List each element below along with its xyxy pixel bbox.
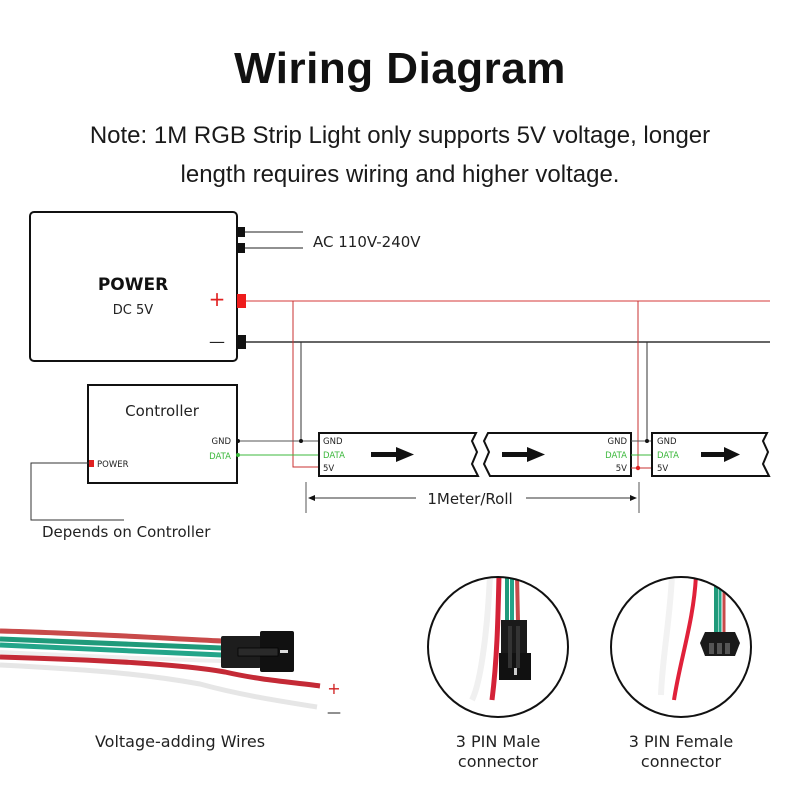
male-wire-red-2: [515, 577, 520, 623]
wire-white-negative: [0, 662, 318, 710]
ac-input-label: AC 110V-240V: [313, 233, 421, 251]
arrow-right-icon: [502, 447, 545, 462]
power-title: POWER: [98, 275, 168, 295]
positive-tap-strip-1: [292, 301, 319, 468]
female-caption-line-1: 3 PIN Female: [628, 732, 734, 751]
page-title: Wiring Diagram: [234, 44, 566, 93]
plus-symbol: +: [209, 287, 226, 311]
note-line-1: Note: 1M RGB Strip Light only supports 5…: [89, 122, 711, 149]
led-strip-1: GND DATA 5V: [318, 432, 480, 477]
voltage-wires-caption: Voltage-adding Wires: [94, 732, 266, 751]
strip-3-gnd-label: GND: [657, 437, 677, 447]
5v-junction-strip-3: [635, 465, 641, 471]
note-line-2: length requires wiring and higher voltag…: [180, 161, 620, 188]
wire-white-bundle: [0, 650, 223, 663]
wire-red-positive: [0, 654, 321, 689]
male-connector-icon: [499, 620, 531, 680]
ac-terminal-1: [237, 227, 245, 237]
data-node: [236, 453, 240, 457]
gnd-junction-strip-3: [645, 439, 649, 443]
female-caption-line-2: connector: [640, 752, 722, 771]
male-wire-red: [489, 577, 502, 701]
female-connector-caption: 3 PIN Female connector: [601, 732, 761, 772]
voltage-adding-wires-photo: + —: [0, 628, 341, 721]
strip-1-data-label: DATA: [323, 451, 345, 461]
female-connector-icon: [700, 632, 740, 656]
wire-plus-symbol: +: [327, 679, 340, 698]
strip-2-5v-label: 5V: [616, 464, 627, 474]
wire-green-2: [0, 642, 223, 658]
male-connector-photo: [427, 576, 569, 718]
strip-1-5v-label: 5V: [323, 464, 334, 474]
controller-gnd-label: GND: [212, 437, 232, 447]
gnd-node: [236, 439, 240, 443]
male-connector-caption: 3 PIN Male connector: [418, 732, 578, 772]
power-supply-box: [29, 211, 238, 362]
dimension-1meter: 1Meter/Roll: [305, 482, 640, 513]
controller-data-label: DATA: [209, 452, 231, 462]
dimension-label: 1Meter/Roll: [427, 490, 512, 508]
strip-joint: [631, 439, 652, 471]
male-wire-white: [469, 577, 493, 702]
arrow-right-icon: [701, 447, 740, 462]
strip-2-data-label: DATA: [605, 451, 627, 461]
power-bus: [246, 300, 770, 468]
minus-symbol: —: [209, 332, 225, 351]
ac-terminal-2: [237, 243, 245, 253]
male-caption-line-2: connector: [457, 752, 539, 771]
strip-3-5v-label: 5V: [657, 464, 668, 474]
controller: Controller GND DATA POWER Depends on Con…: [30, 384, 319, 541]
controller-power-label: POWER: [97, 460, 129, 470]
strip-1-gnd-label: GND: [323, 437, 343, 447]
male-connector-icon: [221, 631, 294, 672]
strip-2-body: [482, 432, 632, 477]
depends-on-controller-label: Depends on Controller: [42, 523, 211, 541]
controller-power-terminal: [89, 460, 94, 467]
arrow-right-icon: [630, 495, 637, 501]
negative-terminal: [237, 335, 246, 349]
female-photo-frame: [610, 576, 752, 718]
led-strip-2: GND DATA 5V: [482, 432, 632, 477]
arrow-right-icon: [371, 447, 414, 462]
gnd-junction-strip-1: [299, 439, 303, 443]
wire-minus-symbol: —: [327, 705, 341, 721]
arrow-left-icon: [308, 495, 315, 501]
wire-red-top: [0, 628, 223, 644]
positive-terminal: [237, 294, 246, 308]
controller-title: Controller: [125, 402, 200, 420]
strip-3-data-label: DATA: [657, 451, 679, 461]
strip-2-gnd-label: GND: [608, 437, 628, 447]
male-caption-line-1: 3 PIN Male: [455, 732, 541, 751]
male-photo-frame: [427, 576, 569, 718]
female-wire-red: [672, 577, 698, 701]
controller-box: [87, 384, 238, 484]
wire-green-1: [0, 636, 223, 651]
controller-power-lead: [30, 462, 124, 521]
female-wire-white: [658, 577, 675, 696]
power-subtitle: DC 5V: [113, 303, 153, 318]
power-supply: POWER DC 5V AC 110V-240V + —: [29, 211, 421, 362]
female-connector-photo: [610, 576, 752, 718]
led-strip-3: GND DATA 5V: [651, 432, 771, 477]
